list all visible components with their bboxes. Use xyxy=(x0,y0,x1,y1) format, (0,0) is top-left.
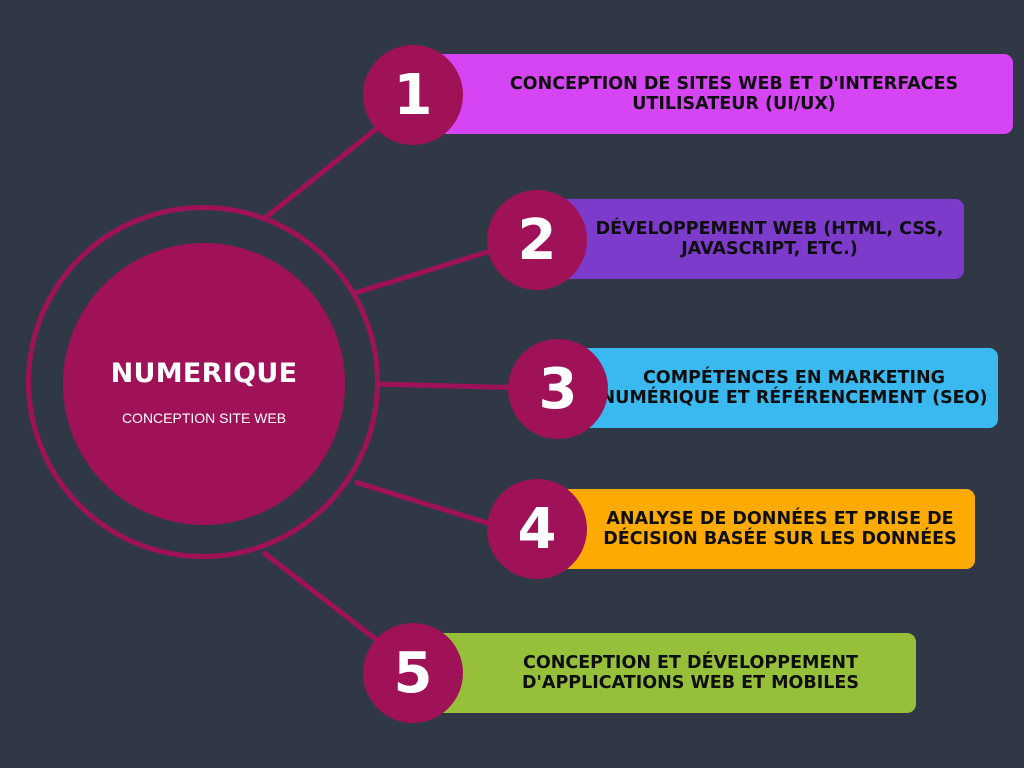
number-label-2: 2 xyxy=(517,207,557,273)
item-text-5: CONCEPTION ET DÉVELOPPEMENT D'APPLICATIO… xyxy=(522,653,859,693)
item-text-4: ANALYSE DE DONNÉES ET PRISE DE DÉCISION … xyxy=(603,509,957,549)
hub-circle: NUMERIQUE CONCEPTION SITE WEB xyxy=(63,243,345,525)
hub-title: NUMERIQUE xyxy=(110,358,298,389)
number-badge-5: 5 xyxy=(363,623,463,723)
number-badge-4: 4 xyxy=(487,479,587,579)
item-text-1: CONCEPTION DE SITES WEB ET D'INTERFACES … xyxy=(509,74,959,114)
item-bar-2: DÉVELOPPEMENT WEB (HTML, CSS, JAVASCRIPT… xyxy=(555,199,964,279)
number-badge-3: 3 xyxy=(508,339,608,439)
number-badge-2: 2 xyxy=(487,190,587,290)
number-label-4: 4 xyxy=(517,496,557,562)
number-label-3: 3 xyxy=(538,356,578,422)
item-bar-3: COMPÉTENCES EN MARKETING NUMÉRIQUE ET RÉ… xyxy=(580,348,998,428)
connector-line-3 xyxy=(377,381,531,391)
connector-line-4 xyxy=(354,479,511,533)
number-label-5: 5 xyxy=(393,640,433,706)
item-text-3: COMPÉTENCES EN MARKETING NUMÉRIQUE ET RÉ… xyxy=(600,368,988,408)
item-bar-4: ANALYSE DE DONNÉES ET PRISE DE DÉCISION … xyxy=(560,489,975,569)
number-label-1: 1 xyxy=(393,62,433,128)
connector-line-2 xyxy=(354,242,511,296)
item-bar-1: CONCEPTION DE SITES WEB ET D'INTERFACES … xyxy=(430,54,1013,134)
hub-outer-ring xyxy=(26,205,380,559)
item-text-2: DÉVELOPPEMENT WEB (HTML, CSS, JAVASCRIPT… xyxy=(595,219,944,259)
item-bar-5: CONCEPTION ET DÉVELOPPEMENT D'APPLICATIO… xyxy=(425,633,916,713)
hub-subtitle: CONCEPTION SITE WEB xyxy=(121,410,287,426)
number-badge-1: 1 xyxy=(363,45,463,145)
